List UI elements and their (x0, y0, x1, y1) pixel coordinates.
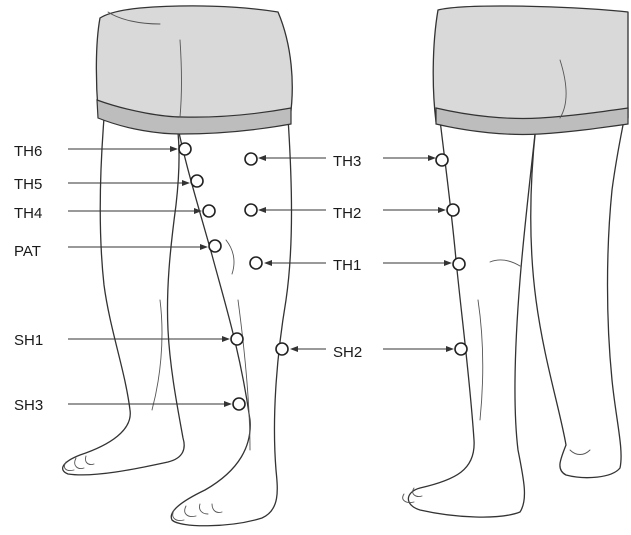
marker-th2-rear (447, 204, 459, 216)
marker-th5 (191, 175, 203, 187)
label-th5: TH5 (14, 176, 42, 193)
right-figure (403, 6, 628, 517)
label-sh3: SH3 (14, 397, 43, 414)
marker-th1-front (250, 257, 262, 269)
right-figure-rear-leg (531, 120, 624, 478)
arrowhead-sh3 (224, 401, 232, 407)
label-sh2: SH2 (333, 344, 362, 361)
left-figure-rear-leg (63, 118, 185, 475)
marker-sh2-rear (455, 343, 467, 355)
marker-th3-rear (436, 154, 448, 166)
marker-sh3 (233, 398, 245, 410)
marker-th2-front (245, 204, 257, 216)
label-sh1: SH1 (14, 332, 43, 349)
arrowhead-pat (200, 244, 208, 250)
arrowhead-th2-right (438, 207, 446, 213)
label-th6: TH6 (14, 143, 42, 160)
label-th2: TH2 (333, 205, 361, 222)
arrowhead-th3-right (428, 155, 436, 161)
marker-sh2-front (276, 343, 288, 355)
right-figure-front-leg (408, 120, 536, 517)
arrowhead-th5 (182, 180, 190, 186)
label-pat: PAT (14, 243, 41, 260)
marker-th1-rear (453, 258, 465, 270)
marker-pat (209, 240, 221, 252)
label-th4: TH4 (14, 205, 42, 222)
arrowhead-sh1 (222, 336, 230, 342)
label-th3: TH3 (333, 153, 361, 170)
arrowhead-th1-right (444, 260, 452, 266)
marker-th3-front (245, 153, 257, 165)
label-th1: TH1 (333, 257, 361, 274)
marker-th4 (203, 205, 215, 217)
marker-th6 (179, 143, 191, 155)
marker-sh1 (231, 333, 243, 345)
arrowhead-sh2-right (446, 346, 454, 352)
arrowhead-sh2-left (290, 346, 298, 352)
left-figure-front-leg (171, 118, 291, 526)
